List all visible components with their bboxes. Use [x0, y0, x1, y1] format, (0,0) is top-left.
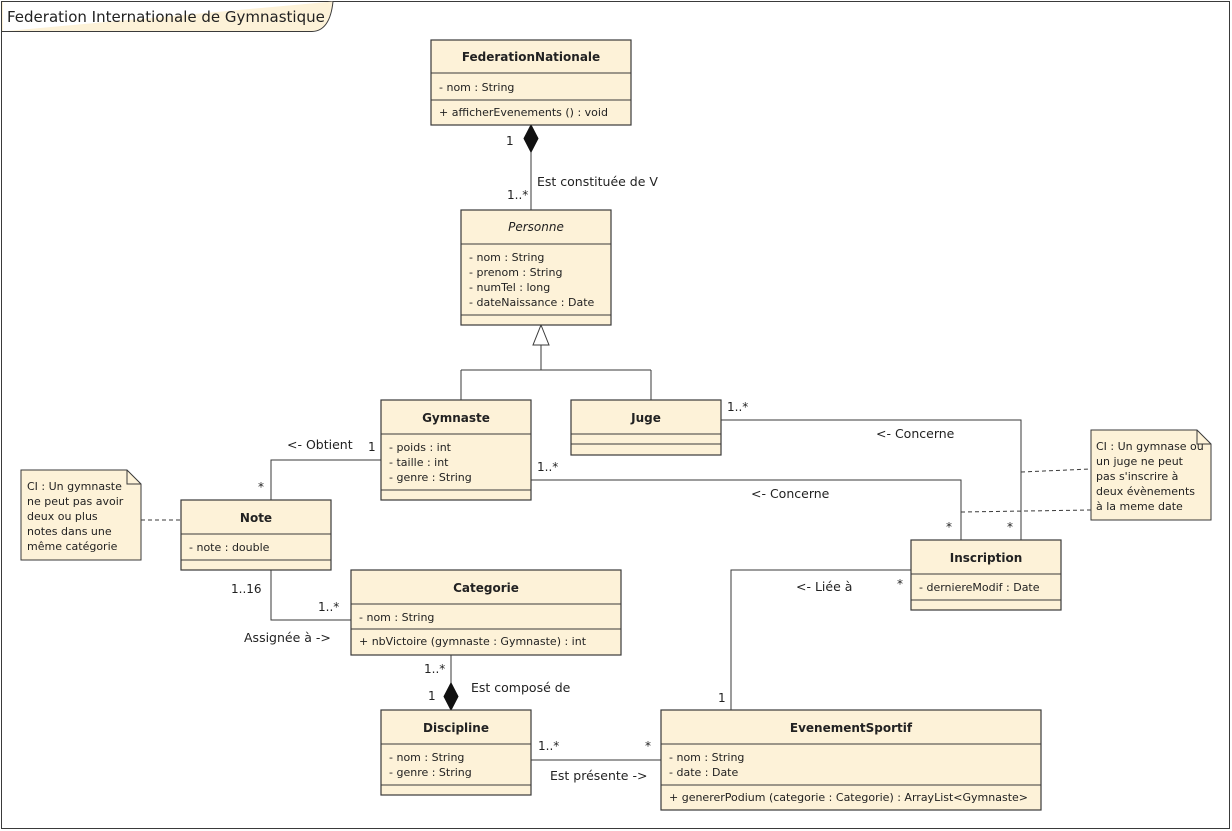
note-line: pas s'inscrire à: [1096, 470, 1178, 483]
association-gymnaste-inscription[interactable]: 1..* <- Concerne *: [531, 460, 962, 540]
note-line: deux ou plus: [27, 510, 98, 523]
class-name: Note: [240, 511, 272, 525]
mult-discipline-evenement: 1..*: [538, 739, 559, 753]
class-attribute: - note : double: [189, 541, 270, 554]
note-line: un juge ne peut: [1096, 455, 1184, 468]
class-name: FederationNationale: [462, 50, 600, 64]
assoc-label-concerne-juge: <- Concerne: [876, 426, 955, 441]
class-operation: + afficherEvenements () : void: [439, 106, 608, 119]
composition-diamond: [523, 123, 539, 154]
class-gymnaste[interactable]: Gymnaste - poids : int - taille : int - …: [380, 399, 532, 501]
mult-federation: 1: [506, 134, 514, 148]
class-attribute: - genre : String: [389, 766, 472, 779]
mult-personne: 1..*: [507, 188, 528, 202]
class-attribute: - date : Date: [669, 766, 738, 779]
assoc-label-est-compose: Est composé de: [471, 680, 571, 695]
association-inscription-evenement[interactable]: <- Liée à * 1: [718, 569, 911, 710]
mult-inscription-juge: *: [1007, 520, 1013, 534]
association-gymnaste-note[interactable]: <- Obtient 1 *: [258, 437, 381, 500]
generalization-personne[interactable]: [460, 323, 652, 400]
class-name: Discipline: [423, 721, 489, 735]
class-attribute: - dateNaissance : Date: [469, 296, 595, 309]
class-name: Personne: [508, 220, 564, 234]
mult-note-gymnaste: *: [258, 480, 264, 494]
mult-discipline-categorie: 1: [428, 689, 436, 703]
class-name: Juge: [630, 411, 661, 425]
mult-inscription-gymnaste: *: [946, 520, 952, 534]
class-attribute: - taille : int: [389, 456, 449, 469]
diagram-title: Federation Internationale de Gymnastique: [7, 8, 325, 26]
class-name: Gymnaste: [422, 411, 490, 425]
mult-note-categorie: 1..16: [231, 582, 262, 596]
constraint-note-inscription[interactable]: CI : Un gymnase ou un juge ne peut pas s…: [1090, 429, 1212, 521]
mult-evenement-discipline: *: [645, 739, 651, 753]
class-attribute: - genre : String: [389, 471, 472, 484]
assoc-label-obtient: <- Obtient: [287, 437, 353, 452]
assoc-label-concerne-gymnaste: <- Concerne: [751, 486, 830, 501]
class-attribute: - nom : String: [359, 611, 434, 624]
association-note-categorie[interactable]: 1..16 1..* Assignée à ->: [231, 570, 351, 645]
class-attribute: - nom : String: [469, 251, 544, 264]
class-personne[interactable]: Personne - nom : String - prenom : Strin…: [460, 209, 612, 326]
mult-inscription-evenement: *: [897, 577, 903, 591]
mult-gymnaste-note: 1: [368, 440, 376, 454]
association-categorie-discipline[interactable]: 1..* 1 Est composé de: [424, 655, 571, 712]
constraint-note-gymnaste[interactable]: CI : Un gymnaste ne peut pas avoir deux …: [20, 469, 142, 561]
note-anchor-inscription-2: [960, 509, 1092, 513]
class-operation: + nbVictoire (gymnaste : Gymnaste) : int: [359, 635, 587, 648]
class-discipline[interactable]: Discipline - nom : String - genre : Stri…: [380, 709, 532, 796]
mult-evenement-inscription: 1: [718, 691, 726, 705]
association-juge-inscription[interactable]: 1..* <- Concerne *: [721, 400, 1022, 540]
note-line: à la meme date: [1096, 500, 1183, 513]
class-note[interactable]: Note - note : double: [180, 499, 332, 571]
class-juge[interactable]: Juge: [570, 399, 722, 456]
class-inscription[interactable]: Inscription - derniereModif : Date: [910, 539, 1062, 611]
note-anchor-inscription-1: [1020, 468, 1092, 473]
mult-categorie-note: 1..*: [318, 600, 339, 614]
note-line: CI : Un gymnaste: [27, 480, 122, 493]
note-line: même catégorie: [27, 540, 118, 553]
assoc-label-assignee: Assignée à ->: [244, 630, 331, 645]
assoc-label-est-presente: Est présente ->: [550, 768, 647, 783]
class-operation: + genererPodium (categorie : Categorie) …: [669, 791, 1028, 804]
mult-categorie-discipline: 1..*: [424, 662, 445, 676]
note-line: deux évènements: [1096, 485, 1195, 498]
class-attribute: - derniereModif : Date: [919, 581, 1040, 594]
note-line: notes dans une: [27, 525, 112, 538]
mult-juge: 1..*: [727, 400, 748, 414]
note-line: CI : Un gymnase ou: [1096, 440, 1204, 453]
association-federation-personne[interactable]: 1 1..* Est constituée de V: [506, 123, 658, 210]
class-name: EvenementSportif: [790, 721, 913, 735]
class-evenement-sportif[interactable]: EvenementSportif - nom : String - date :…: [660, 709, 1042, 811]
class-attribute: - nom : String: [389, 751, 464, 764]
class-attribute: - poids : int: [389, 441, 452, 454]
class-attribute: - numTel : long: [469, 281, 550, 294]
assoc-label-liee: <- Liée à: [796, 579, 852, 594]
mult-gymnaste-inscription: 1..*: [537, 460, 558, 474]
class-attribute: - prenom : String: [469, 266, 562, 279]
class-federation-nationale[interactable]: FederationNationale - nom : String + aff…: [430, 39, 632, 126]
class-name: Inscription: [950, 551, 1023, 565]
note-line: ne peut pas avoir: [27, 495, 124, 508]
class-attribute: - nom : String: [439, 81, 514, 94]
class-categorie[interactable]: Categorie - nom : String + nbVictoire (g…: [350, 569, 622, 656]
association-discipline-evenement[interactable]: 1..* * Est présente ->: [531, 739, 661, 783]
class-name: Categorie: [453, 581, 519, 595]
class-attribute: - nom : String: [669, 751, 744, 764]
assoc-label-est-constituee: Est constituée de V: [537, 174, 658, 189]
